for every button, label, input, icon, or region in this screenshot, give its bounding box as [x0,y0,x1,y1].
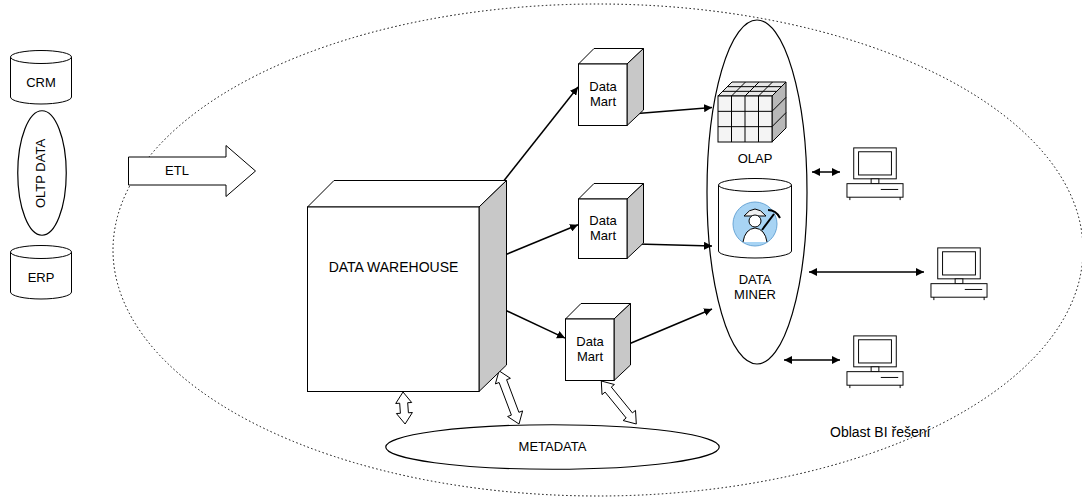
metadata-arrow [495,371,522,424]
computer-icon [847,336,903,388]
node-label: OLAP [738,152,773,167]
node-outline [307,180,507,392]
node-label: Data Mart [579,80,627,110]
node-outline [128,145,256,197]
computer-icon [847,148,903,200]
text-area: Data Mart [566,319,614,381]
computer-icon [931,248,987,300]
text-area: DATA MINER [725,262,785,314]
text-area: OLAP [712,148,798,170]
node-label: ERP [28,271,55,286]
text-area: CRM [10,64,72,102]
text-area: Data Mart [579,199,627,259]
user-access-arrow [812,171,840,173]
node-label: OLTP DATA [35,138,50,207]
node-cube: Data Mart [578,183,644,259]
text-area: ETL [132,157,222,185]
tools-ellipse [707,20,807,364]
node-label: CRM [26,76,56,91]
node-arrow: ETL [128,145,256,197]
user-access-arrow [784,359,840,361]
node-olap: OLAP [712,80,798,172]
metadata-arrow [396,392,413,424]
node-ell: METADATA [385,424,720,470]
text-area: OLTP DATA [17,110,67,236]
node-cube: DATA WAREHOUSE [307,180,507,392]
node-cyl: CRM [10,50,72,104]
node-label: ETL [165,164,189,179]
node-ell: OLTP DATA [17,110,67,236]
node-cyl: ERP [10,245,72,299]
node-cube: Data Mart [565,303,631,381]
bi-region-outline [113,4,1082,496]
node-label: METADATA [519,440,587,455]
node-cube: Data Mart [578,48,644,126]
region-label: Oblast BI řešení [830,424,930,440]
text-area: Data Mart [579,64,627,126]
node-label: DATA WAREHOUSE [329,259,459,275]
text-area: METADATA [395,428,710,466]
node-miner: DATA MINER [712,176,798,316]
text-area: ERP [10,259,72,297]
node-label: Data Mart [566,335,614,365]
metadata-arrow [601,381,636,424]
node-label: DATA MINER [725,273,785,303]
text-area: DATA WAREHOUSE [309,207,478,327]
node-label: Data Mart [579,214,627,244]
user-access-arrow [809,271,924,273]
